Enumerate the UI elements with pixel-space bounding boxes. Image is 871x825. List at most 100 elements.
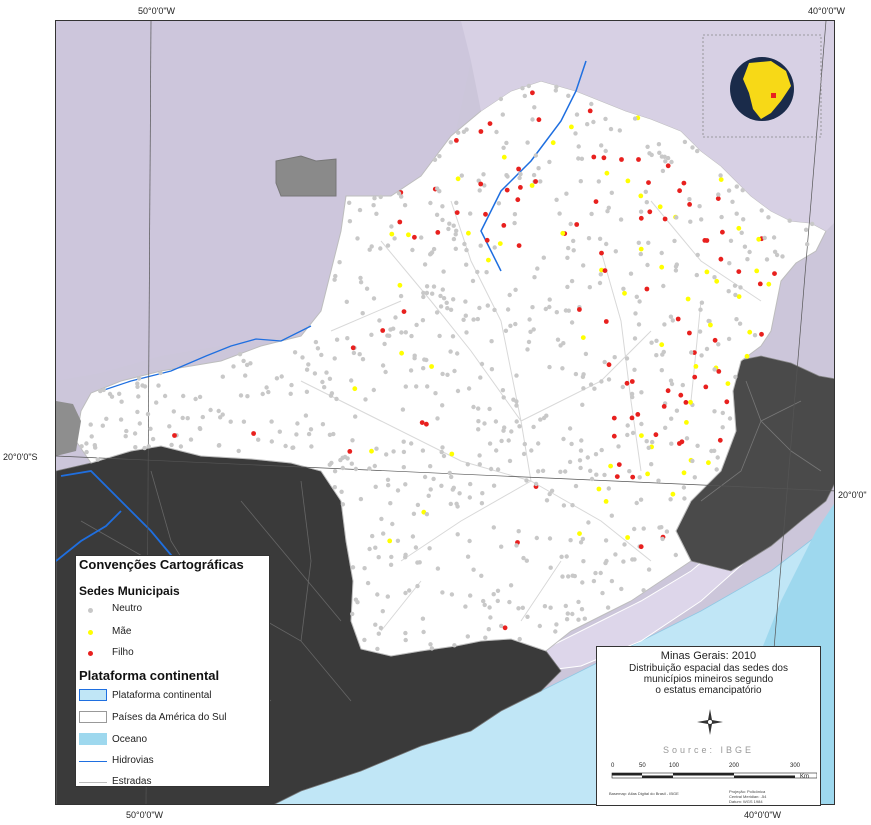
seat-neutro [535, 266, 540, 271]
seat-neutro [424, 284, 430, 289]
seat-filho [172, 433, 177, 438]
scale-tick-300: 300 [790, 763, 801, 769]
seat-neutro [734, 211, 739, 216]
seat-neutro [733, 292, 738, 298]
seat-neutro [309, 444, 314, 449]
latitude-label-right: 20°0'0" [838, 490, 867, 500]
seat-filho [603, 319, 609, 324]
seat-neutro [621, 286, 626, 291]
seat-neutro [593, 452, 599, 457]
seat-neutro [576, 599, 581, 605]
seat-neutro [475, 316, 480, 322]
seat-neutro [142, 384, 148, 389]
seat-neutro [435, 186, 440, 191]
seat-neutro [465, 462, 470, 467]
seat-filho [687, 202, 692, 207]
seat-neutro [548, 565, 553, 570]
seat-mae [603, 499, 609, 504]
seat-neutro [448, 349, 453, 354]
seat-neutro [439, 449, 444, 455]
legend-roads-symbol [79, 782, 107, 783]
map-subtitle: Distribuição espacial das sedes dos muni… [597, 663, 820, 696]
seat-neutro [660, 168, 666, 174]
seat-neutro [689, 350, 694, 355]
seat-neutro [517, 424, 522, 429]
seat-neutro [445, 306, 450, 311]
seat-neutro [481, 172, 486, 177]
seat-neutro [499, 438, 504, 444]
seat-neutro [385, 594, 390, 599]
seat-neutro [395, 488, 401, 493]
seat-neutro [494, 129, 499, 135]
seat-neutro [525, 347, 530, 352]
seat-neutro [514, 543, 519, 548]
seat-neutro [554, 310, 559, 315]
seat-neutro [324, 370, 329, 375]
seat-neutro [245, 394, 250, 399]
seat-neutro [350, 438, 355, 443]
seat-neutro [699, 217, 704, 222]
seat-neutro [532, 275, 537, 280]
map-subtitle-line-2: municípios mineiros segundo [643, 674, 774, 685]
seat-neutro [208, 407, 213, 413]
seat-neutro [389, 224, 394, 229]
seat-neutro [608, 126, 614, 132]
seat-neutro [659, 368, 664, 373]
seat-neutro [536, 469, 541, 474]
seat-neutro [516, 606, 521, 611]
seat-neutro [355, 236, 360, 241]
seat-neutro [367, 466, 372, 471]
seat-neutro [565, 255, 570, 260]
seat-neutro [586, 236, 592, 241]
seat-neutro [697, 329, 703, 334]
seat-neutro [424, 512, 430, 517]
seat-neutro [419, 235, 424, 240]
seat-neutro [578, 465, 583, 471]
seat-neutro [84, 441, 89, 446]
seat-neutro [431, 284, 437, 289]
seat-neutro [148, 426, 153, 431]
seat-neutro [690, 458, 695, 464]
seat-neutro [256, 437, 261, 442]
seat-neutro [579, 156, 585, 161]
seat-neutro [388, 562, 394, 567]
seat-neutro [315, 346, 321, 351]
seat-neutro [540, 468, 546, 473]
seat-neutro [464, 262, 469, 267]
seat-neutro [603, 148, 608, 154]
seat-neutro [491, 483, 497, 488]
seat-filho [478, 181, 484, 187]
seat-neutro [332, 277, 337, 282]
seat-filho [665, 388, 671, 394]
seat-neutro [146, 444, 151, 449]
seat-filho [435, 230, 441, 235]
seat-neutro [459, 173, 464, 178]
seat-neutro [682, 139, 688, 145]
seat-neutro [238, 393, 244, 398]
seat-mae [681, 470, 687, 476]
seat-neutro [350, 611, 355, 617]
seat-neutro [567, 426, 573, 431]
seat-neutro [440, 590, 445, 595]
seat-neutro [656, 478, 661, 483]
longitude-label-bottom-left: 50°0'0"W [126, 810, 164, 820]
seat-neutro [344, 299, 349, 304]
seat-filho [638, 544, 644, 550]
seat-neutro [440, 403, 445, 408]
seat-neutro [478, 243, 483, 248]
seat-neutro [437, 333, 442, 339]
seat-filho [646, 180, 651, 186]
seat-neutro [386, 483, 391, 488]
seat-neutro [93, 445, 98, 450]
seat-neutro [248, 361, 253, 366]
legend-shelf-label: Plataforma continental [112, 690, 212, 701]
seat-neutro [597, 280, 603, 286]
seat-neutro [536, 441, 541, 446]
seat-neutro [451, 297, 456, 302]
seat-mae [604, 170, 610, 176]
seat-neutro [403, 630, 408, 636]
seat-neutro [512, 212, 518, 217]
seat-neutro [560, 366, 565, 371]
seat-neutro [810, 221, 815, 227]
seat-mae [622, 290, 627, 296]
